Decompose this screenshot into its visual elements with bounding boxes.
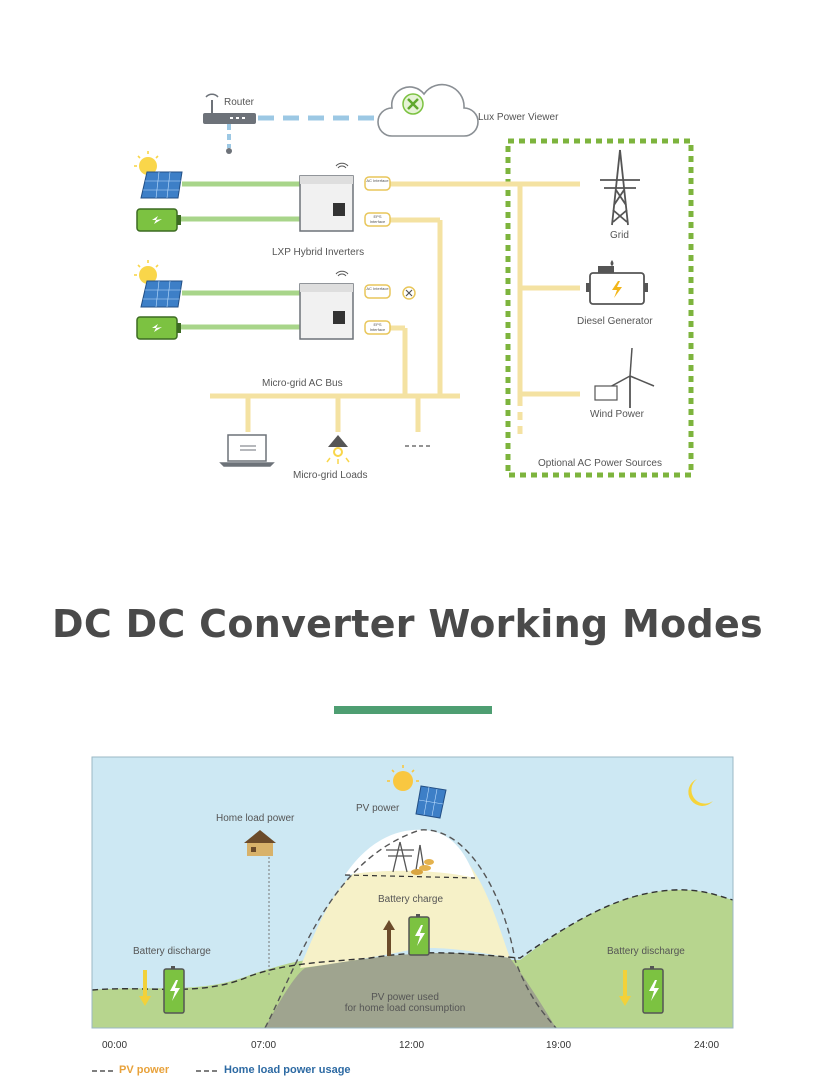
time-tick: 00:00 [102,1040,128,1051]
grid-tower-icon [386,841,425,873]
inverter-icon [299,162,354,232]
home-load-curve [92,889,733,991]
viewer-label: Lux Power Viewer [478,112,559,123]
battery-discharging-icon [163,966,185,1014]
system-diagram [134,83,694,478]
wind-label: Wind Power [590,409,644,420]
solar-panel-icon [134,151,183,199]
battery-charge-label: Battery charge [378,894,444,905]
pv-used-line2: for home load consumption [344,1003,466,1014]
lamp-icon [326,435,350,464]
pv-power-label: PV power [356,803,400,814]
wind-turbine-icon [594,347,655,408]
battery-charge-area [300,860,510,968]
generator-icon [586,260,648,305]
ac-interface-label: AC Interface [366,178,389,183]
grid-label: Grid [610,230,629,241]
sun-icon [387,765,419,791]
laptop-icon [219,434,275,467]
inverters-label: LXP Hybrid Inverters [272,247,365,258]
legend-home-label: Home load power usage [224,1064,351,1076]
cloud-icon [377,83,479,137]
loads-label: Micro-grid Loads [293,470,368,481]
coins-icon [411,859,434,875]
solar-panel-icon [134,260,183,308]
moon-icon [688,779,713,806]
home-load-label: Home load power [216,813,295,824]
ac-lines [210,181,580,440]
optional-sources-label: Optional AC Power Sources [538,458,662,469]
eps-interface-label: EPS Interface [369,214,386,224]
legend-pv-label: PV power [119,1064,170,1076]
bus-label: Micro-grid AC Bus [262,378,343,389]
inverter-icon [299,270,354,340]
pv-power-curve [264,829,557,1028]
battery-discharge-left-label: Battery discharge [133,946,211,957]
router-icon [203,93,256,154]
heading-divider [334,706,492,714]
battery-icon [136,316,181,340]
router-label: Router [224,97,255,108]
grid-tower-icon [600,149,640,226]
dc-lines [180,181,300,330]
discharge-arrow-icon [619,970,631,1006]
pv-surplus-area [345,829,475,878]
pv-used-label: PV power used for home load consumption [330,992,480,1014]
disconnect-icon [402,286,416,300]
battery-icon [136,208,181,232]
section-heading: DC DC Converter Working Modes [52,602,763,646]
pv-used-area [265,952,556,1028]
time-tick: 19:00 [546,1040,572,1051]
eps-interface-label: EPS Interface [369,322,386,332]
battery-discharging-icon [642,966,664,1014]
time-tick: 12:00 [399,1040,425,1051]
pv-used-line1: PV power used [371,992,439,1003]
time-tick: 07:00 [251,1040,277,1051]
house-icon [244,830,276,856]
generator-label: Diesel Generator [577,316,653,327]
charge-arrow-icon [383,920,395,956]
optional-sources-box [505,138,694,478]
discharge-arrow-icon [139,970,151,1006]
modes-diagram [91,756,734,1072]
time-tick: 24:00 [694,1040,720,1051]
battery-charging-icon [408,914,430,956]
battery-discharge-right-label: Battery discharge [607,946,685,957]
ac-interface-label: AC Interface [366,286,389,291]
solar-panel-icon [415,785,447,819]
